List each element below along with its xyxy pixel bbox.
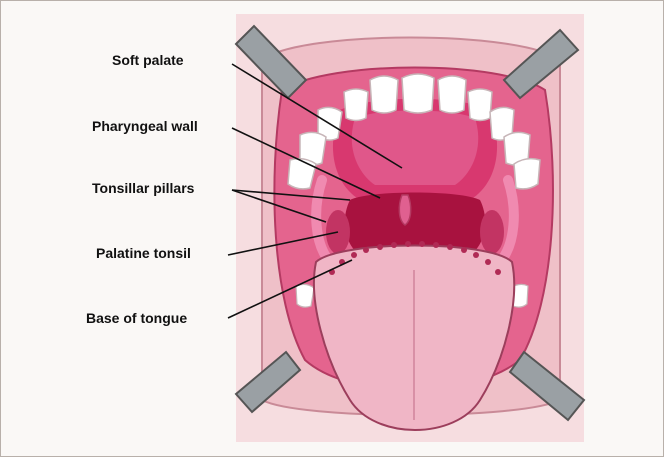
right-palatine-tonsil (480, 210, 504, 254)
palate-highlight (352, 111, 478, 186)
label-tonsillar-pillars: Tonsillar pillars (92, 180, 194, 196)
uvula (399, 195, 410, 225)
label-base-of-tongue: Base of tongue (86, 310, 187, 326)
label-pharyngeal-wall: Pharyngeal wall (92, 118, 198, 134)
label-soft-palate: Soft palate (112, 52, 184, 68)
label-palatine-tonsil: Palatine tonsil (96, 245, 191, 261)
